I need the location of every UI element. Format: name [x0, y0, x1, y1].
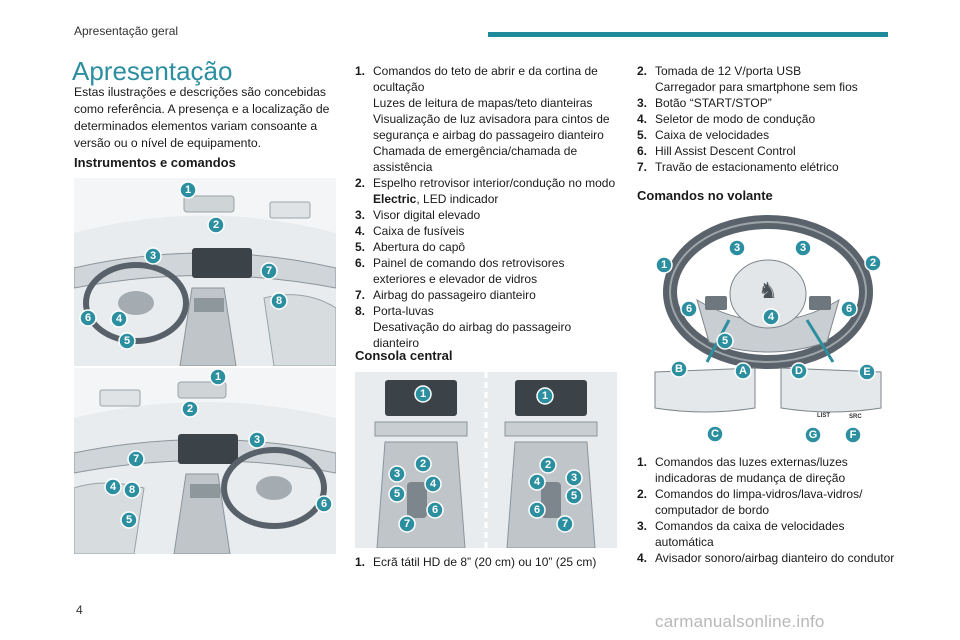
svg-text:1: 1	[661, 259, 667, 271]
svg-text:4: 4	[768, 311, 775, 323]
list-item: 7.Airbag do passageiro dianteiro	[355, 288, 536, 302]
svg-text:6: 6	[85, 312, 91, 324]
svg-text:4: 4	[430, 478, 437, 490]
dashboard-figure-lhd: 1 2 3 4 5 6 7 8	[74, 178, 336, 366]
list-item: 1.Comandos das luzes externas/luzes indi…	[637, 455, 848, 485]
console-figure: 1 1 2 2 3 3 4 4 5 5 6 6 7 7	[355, 372, 617, 548]
svg-text:A: A	[739, 365, 747, 377]
svg-text:4: 4	[534, 476, 541, 488]
src-button-label: SRC	[849, 414, 862, 420]
svg-text:7: 7	[404, 518, 410, 530]
svg-text:8: 8	[129, 484, 135, 496]
svg-text:7: 7	[133, 453, 139, 465]
svg-text:5: 5	[124, 335, 130, 347]
svg-text:3: 3	[571, 472, 577, 484]
list-item: 5.Caixa de velocidades	[637, 128, 770, 142]
svg-text:5: 5	[722, 335, 728, 347]
svg-text:8: 8	[276, 295, 282, 307]
console-first-list: 1.Ecrã tátil HD de 8” (20 cm) ou 10” (25…	[355, 554, 617, 570]
svg-text:2: 2	[187, 403, 193, 415]
svg-text:3: 3	[394, 468, 400, 480]
svg-text:B: B	[675, 363, 683, 375]
page-title: Apresentação	[72, 56, 233, 86]
watermark: carmanualsonline.info	[655, 612, 825, 631]
svg-text:6: 6	[534, 504, 540, 516]
list-item: 4.Seletor de modo de condução	[637, 112, 816, 126]
svg-text:2: 2	[545, 459, 551, 471]
intro-paragraph: Estas ilustrações e descrições são conce…	[74, 85, 330, 150]
svg-text:3: 3	[254, 434, 260, 446]
svg-text:C: C	[711, 428, 719, 440]
steering-wheel-figure: ♞ LIST SRC 1 2 3 3 4 5 6 6 A B C D E F G	[637, 212, 899, 448]
svg-text:1: 1	[185, 184, 191, 196]
list-item: 2.Comandos do limpa-vidros/lava-vidros/ …	[637, 487, 863, 517]
header-accent-bar	[488, 32, 888, 37]
list-item: 1.Comandos do teto de abrir e da cortina…	[355, 64, 610, 174]
section-title-console: Consola central	[355, 348, 453, 363]
list-item: 2.Espelho retrovisor interior/condução n…	[355, 176, 616, 206]
svg-text:2: 2	[420, 458, 426, 470]
instruments-list: 1.Comandos do teto de abrir e da cortina…	[355, 63, 617, 351]
dashboard-figure-rhd: 1 2 3 4 5 6 7 8	[74, 368, 336, 554]
svg-text:2: 2	[213, 219, 219, 231]
list-item: 4.Avisador sonoro/airbag dianteiro do co…	[637, 551, 895, 565]
list-item: 3.Comandos da caixa de velocidades autom…	[637, 519, 845, 549]
header-section-label: Apresentação geral	[74, 24, 179, 38]
list-item: 5.Abertura do capô	[355, 240, 466, 254]
list-item: 3.Botão “START/STOP”	[637, 96, 772, 110]
list-item: 3.Visor digital elevado	[355, 208, 481, 222]
svg-text:6: 6	[321, 498, 327, 510]
list-item: 6.Painel de comando dos retrovisores ext…	[355, 256, 565, 286]
list-button-label: LIST	[817, 413, 830, 419]
svg-text:5: 5	[394, 488, 400, 500]
svg-text:3: 3	[734, 242, 740, 254]
svg-text:4: 4	[110, 481, 117, 493]
svg-text:♞: ♞	[758, 278, 778, 303]
svg-text:3: 3	[800, 242, 806, 254]
svg-text:6: 6	[432, 504, 438, 516]
svg-text:1: 1	[215, 371, 221, 383]
svg-text:6: 6	[686, 303, 692, 315]
svg-text:5: 5	[571, 490, 577, 502]
list-item: 7.Travão de estacionamento elétrico	[637, 160, 839, 174]
svg-text:7: 7	[266, 265, 272, 277]
section-title-instruments: Instrumentos e comandos	[74, 155, 236, 170]
svg-text:D: D	[795, 365, 803, 377]
svg-text:G: G	[809, 429, 818, 441]
list-item: 6.Hill Assist Descent Control	[637, 144, 796, 158]
list-item: 4.Caixa de fusíveis	[355, 224, 465, 238]
svg-text:1: 1	[420, 388, 426, 400]
svg-text:2: 2	[870, 257, 876, 269]
section-title-wheel: Comandos no volante	[637, 188, 773, 203]
list-item: 1.Ecrã tátil HD de 8” (20 cm) ou 10” (25…	[355, 555, 597, 569]
wheel-list: 1.Comandos das luzes externas/luzes indi…	[637, 454, 899, 566]
svg-text:5: 5	[126, 514, 132, 526]
svg-text:1: 1	[542, 390, 548, 402]
page-number: 4	[76, 603, 83, 617]
svg-text:3: 3	[150, 250, 156, 262]
svg-text:F: F	[850, 429, 857, 441]
svg-text:4: 4	[116, 313, 123, 325]
svg-text:E: E	[863, 366, 870, 378]
svg-text:7: 7	[562, 518, 568, 530]
svg-text:6: 6	[846, 303, 852, 315]
